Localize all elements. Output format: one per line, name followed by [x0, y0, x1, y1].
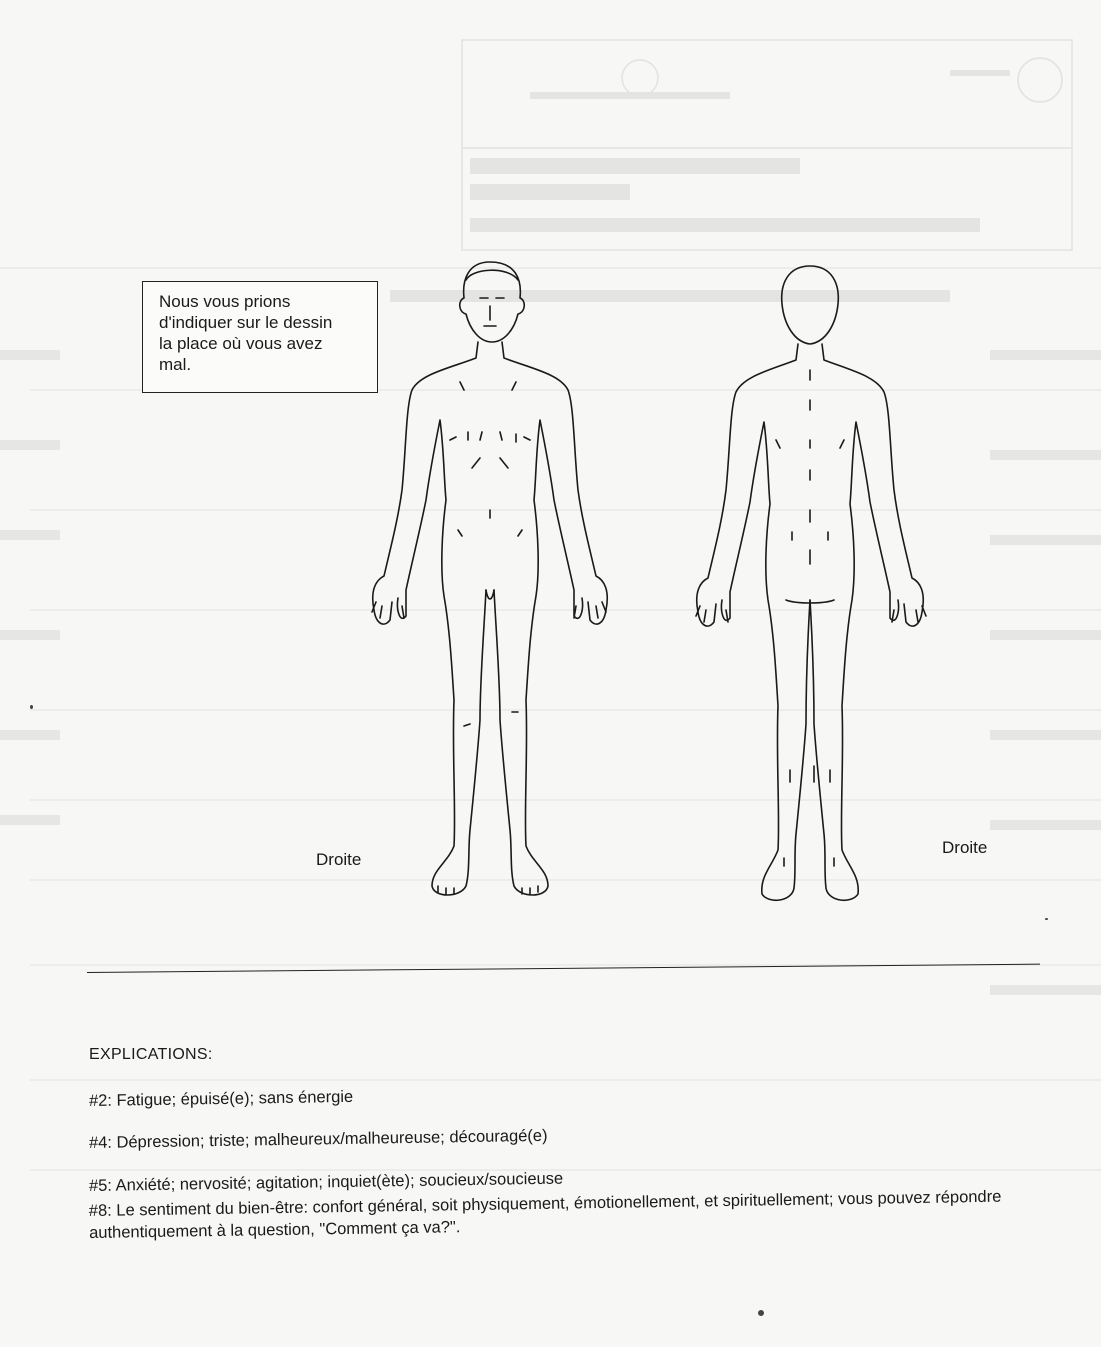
back-right-side-label: Droite — [942, 838, 987, 858]
instruction-line-2: d'indiquer sur le dessin — [159, 312, 367, 333]
explanations-heading: EXPLICATIONS: — [89, 1046, 213, 1064]
back-body-figure[interactable] — [696, 266, 926, 900]
scan-speck — [758, 1310, 764, 1316]
instruction-line-3: la place où vous avez — [159, 333, 367, 354]
instruction-line-1: Nous vous prions — [159, 291, 367, 312]
front-body-figure[interactable] — [372, 262, 607, 895]
front-right-side-label: Droite — [316, 850, 361, 870]
instruction-line-4: mal. — [159, 354, 367, 375]
scan-speck — [30, 705, 33, 709]
body-diagram[interactable] — [340, 250, 1000, 930]
scan-speck — [1045, 918, 1048, 920]
